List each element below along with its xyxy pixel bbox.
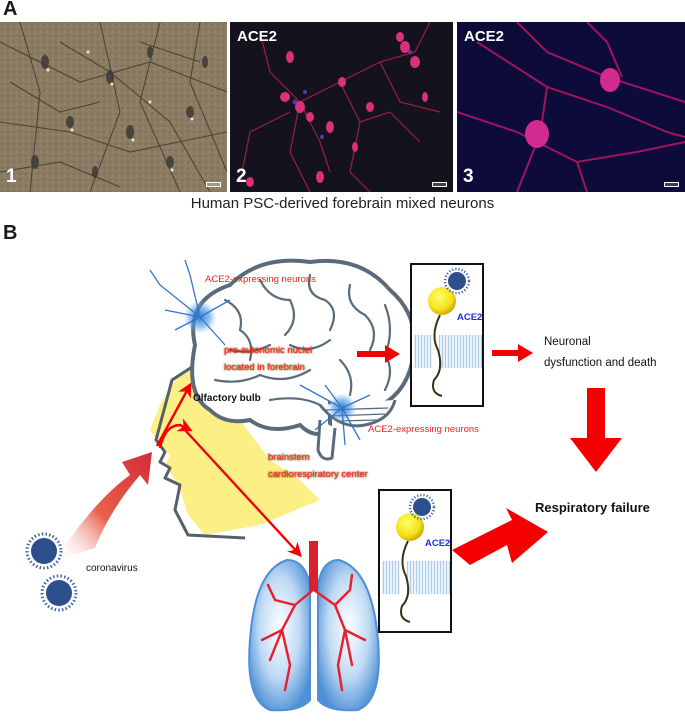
inhalation-arrow — [55, 452, 152, 560]
nasal-pathway-arrows — [155, 382, 302, 558]
phase-contrast-texture — [0, 22, 227, 192]
lungs — [248, 541, 380, 712]
fluorescence-neurons — [239, 22, 441, 192]
label-cardiorespiratory-center: cardiorespiratory center — [268, 469, 368, 480]
neuron-top — [149, 259, 231, 346]
image-number: 1 — [6, 166, 17, 187]
head-silhouette — [150, 365, 320, 540]
panel-a-letter: A — [3, 0, 18, 20]
brain-to-cell-arrow — [357, 345, 400, 363]
virus-particle-1 — [25, 532, 63, 570]
lungs-to-failure-arrow — [452, 508, 548, 565]
label-neuronal: Neuronal — [544, 336, 591, 348]
virus-particle-2 — [40, 574, 78, 612]
stain-label: ACE2 — [237, 28, 278, 45]
micrograph-ace2-low-mag: ACE2 2 — [230, 22, 453, 192]
micrograph-ace2-high-mag: ACE2 3 — [457, 22, 685, 192]
label-pre-autonomic-nuclei: pre-autonomic nuclei — [224, 345, 313, 356]
ace2-receptor-box-lungs: ACE2 — [378, 489, 452, 633]
neuron-bottom — [299, 384, 371, 446]
scale-bar — [664, 182, 679, 187]
scale-bar — [206, 182, 221, 187]
panel-a-caption: Human PSC-derived forebrain mixed neuron… — [190, 195, 495, 212]
label-ace2-neurons-top: ACE2-expressing neurons — [205, 274, 316, 285]
label-brainstem: brainstem — [268, 452, 310, 463]
label-respiratory-failure: Respiratory failure — [535, 500, 650, 515]
ace2-receptor-illustration — [414, 267, 482, 397]
micrograph-phase-contrast: 1 — [0, 22, 227, 192]
scale-bar — [432, 182, 447, 187]
label-located-in-forebrain: located in forebrain — [224, 362, 305, 373]
fluorescence-neurons-high-mag — [457, 22, 685, 192]
label-dysfunction-and-death: dysfunction and death — [544, 357, 657, 369]
dysfunction-to-failure-arrow — [570, 388, 622, 472]
label-ace2-neurons-bottom: ACE2-expressing neurons — [368, 424, 479, 435]
image-number: 2 — [236, 166, 247, 187]
stain-label: ACE2 — [464, 28, 505, 45]
ace2-label: ACE2 — [457, 312, 483, 323]
panel-b-letter: B — [3, 222, 18, 244]
ace2-label: ACE2 — [425, 538, 451, 549]
ace2-receptor-illustration — [382, 493, 450, 623]
label-olfactory-bulb: Olfactory bulb — [193, 393, 261, 404]
image-number: 3 — [463, 166, 474, 187]
cell-to-dysfunction-arrow — [492, 344, 533, 362]
ace2-receptor-box-brain: ACE2 — [410, 263, 484, 407]
label-coronavirus: coronavirus — [86, 563, 138, 574]
